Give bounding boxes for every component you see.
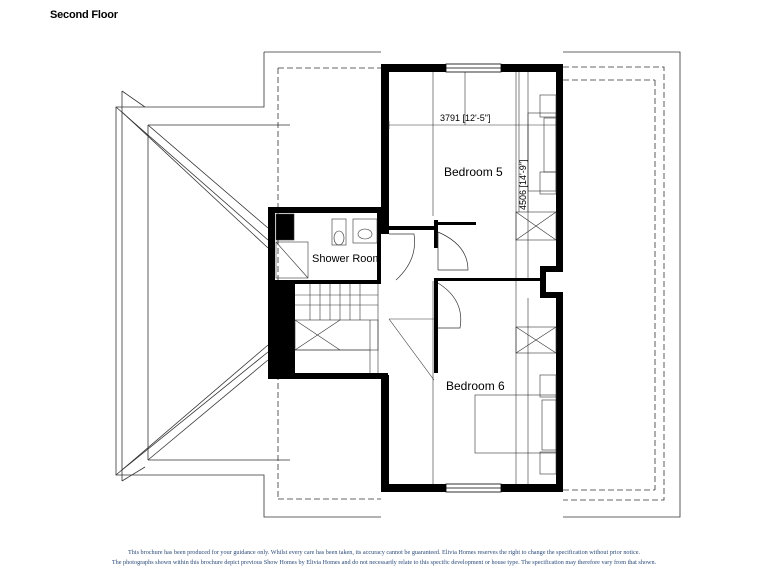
bedroom5-length-dimension: 4506 [14'-9"] (518, 160, 528, 210)
floor-title: Second Floor (50, 9, 118, 21)
roof-outline (115, 51, 381, 518)
disclaimer-line-2: The photographs shown within this brochu… (111, 559, 657, 566)
window-bottom (445, 483, 502, 493)
disclaimer-line-1: This brochure has been produced for your… (128, 549, 640, 556)
shower-fixtures (275, 213, 378, 279)
doors (389, 231, 469, 329)
stairs (294, 284, 434, 373)
bedroom5-width-dimension: 3791 [12'-5"] (440, 113, 490, 123)
bedroom5-label: Bedroom 5 (444, 165, 503, 179)
roof-outline-right (563, 51, 681, 518)
bedroom6-details (388, 281, 557, 484)
bedroom6-label: Bedroom 6 (446, 379, 505, 393)
shower-room-label: Shower Room (312, 253, 382, 265)
bedroom5-details (388, 72, 557, 278)
window-top (445, 63, 502, 73)
